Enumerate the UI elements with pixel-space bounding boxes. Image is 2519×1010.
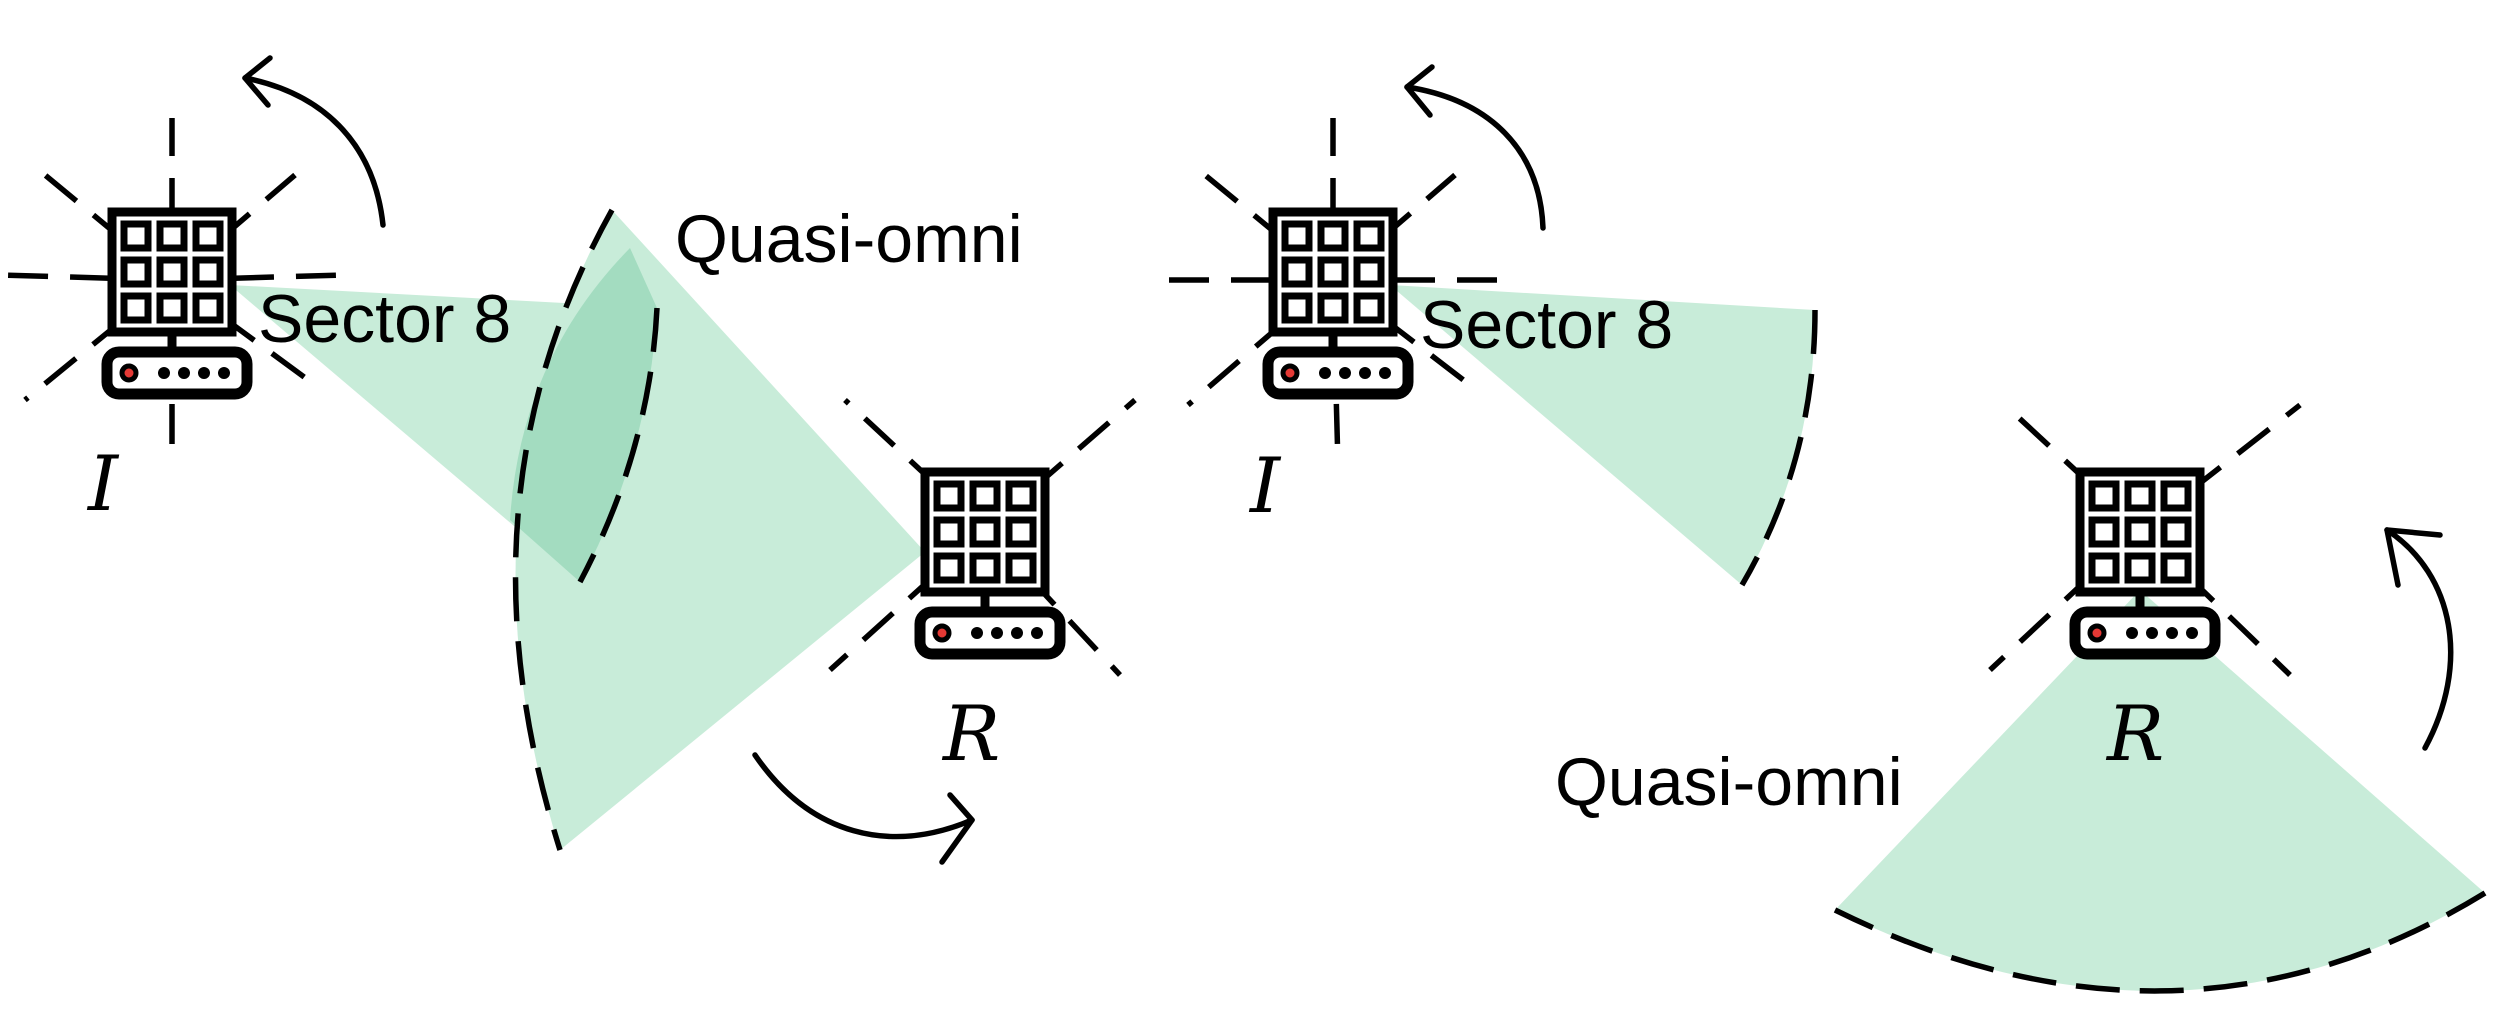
right-quasi-omni-label: Quasi-omni [1555,744,1903,820]
left-responder-access-point-icon [920,472,1060,654]
right-sector8-arc [1739,309,1818,587]
left-quasi-omni-arc [512,208,615,851]
left-initiator-rotation-arrow-icon [242,75,386,228]
left-quasi-omni-label: Quasi-omni [675,201,1023,277]
right-initiator-rotation-arrow-icon [1404,84,1546,231]
right-sector-label: Sector 8 [1420,287,1673,363]
right-initiator-access-point-icon [1268,212,1408,394]
left-responder-rotation-arrow-icon [752,752,975,840]
right-initiator-label: I [1248,441,1282,530]
right-responder-access-point-icon [2075,472,2215,654]
right-quasi-omni-arc [1833,890,2487,994]
right-quasi-omni-beam [1835,590,2485,991]
left-initiator-access-point-icon [107,212,247,394]
right-sector8-beam [1390,285,1815,585]
left-initiator-label: I [86,439,120,528]
right-responder-rotation-arrow-icon [2384,527,2454,751]
left-responder-label: R [941,689,1000,778]
left-sector-label: Sector 8 [258,281,511,357]
beam-overlap-region [510,248,657,582]
left-sector8-arc [577,307,660,584]
right-scene: I Sector 8 R Quasi-omni [1162,64,2487,994]
left-scene: I Sector 8 R Quasi-omni [0,55,1137,865]
right-responder-label: R [2105,689,2164,778]
